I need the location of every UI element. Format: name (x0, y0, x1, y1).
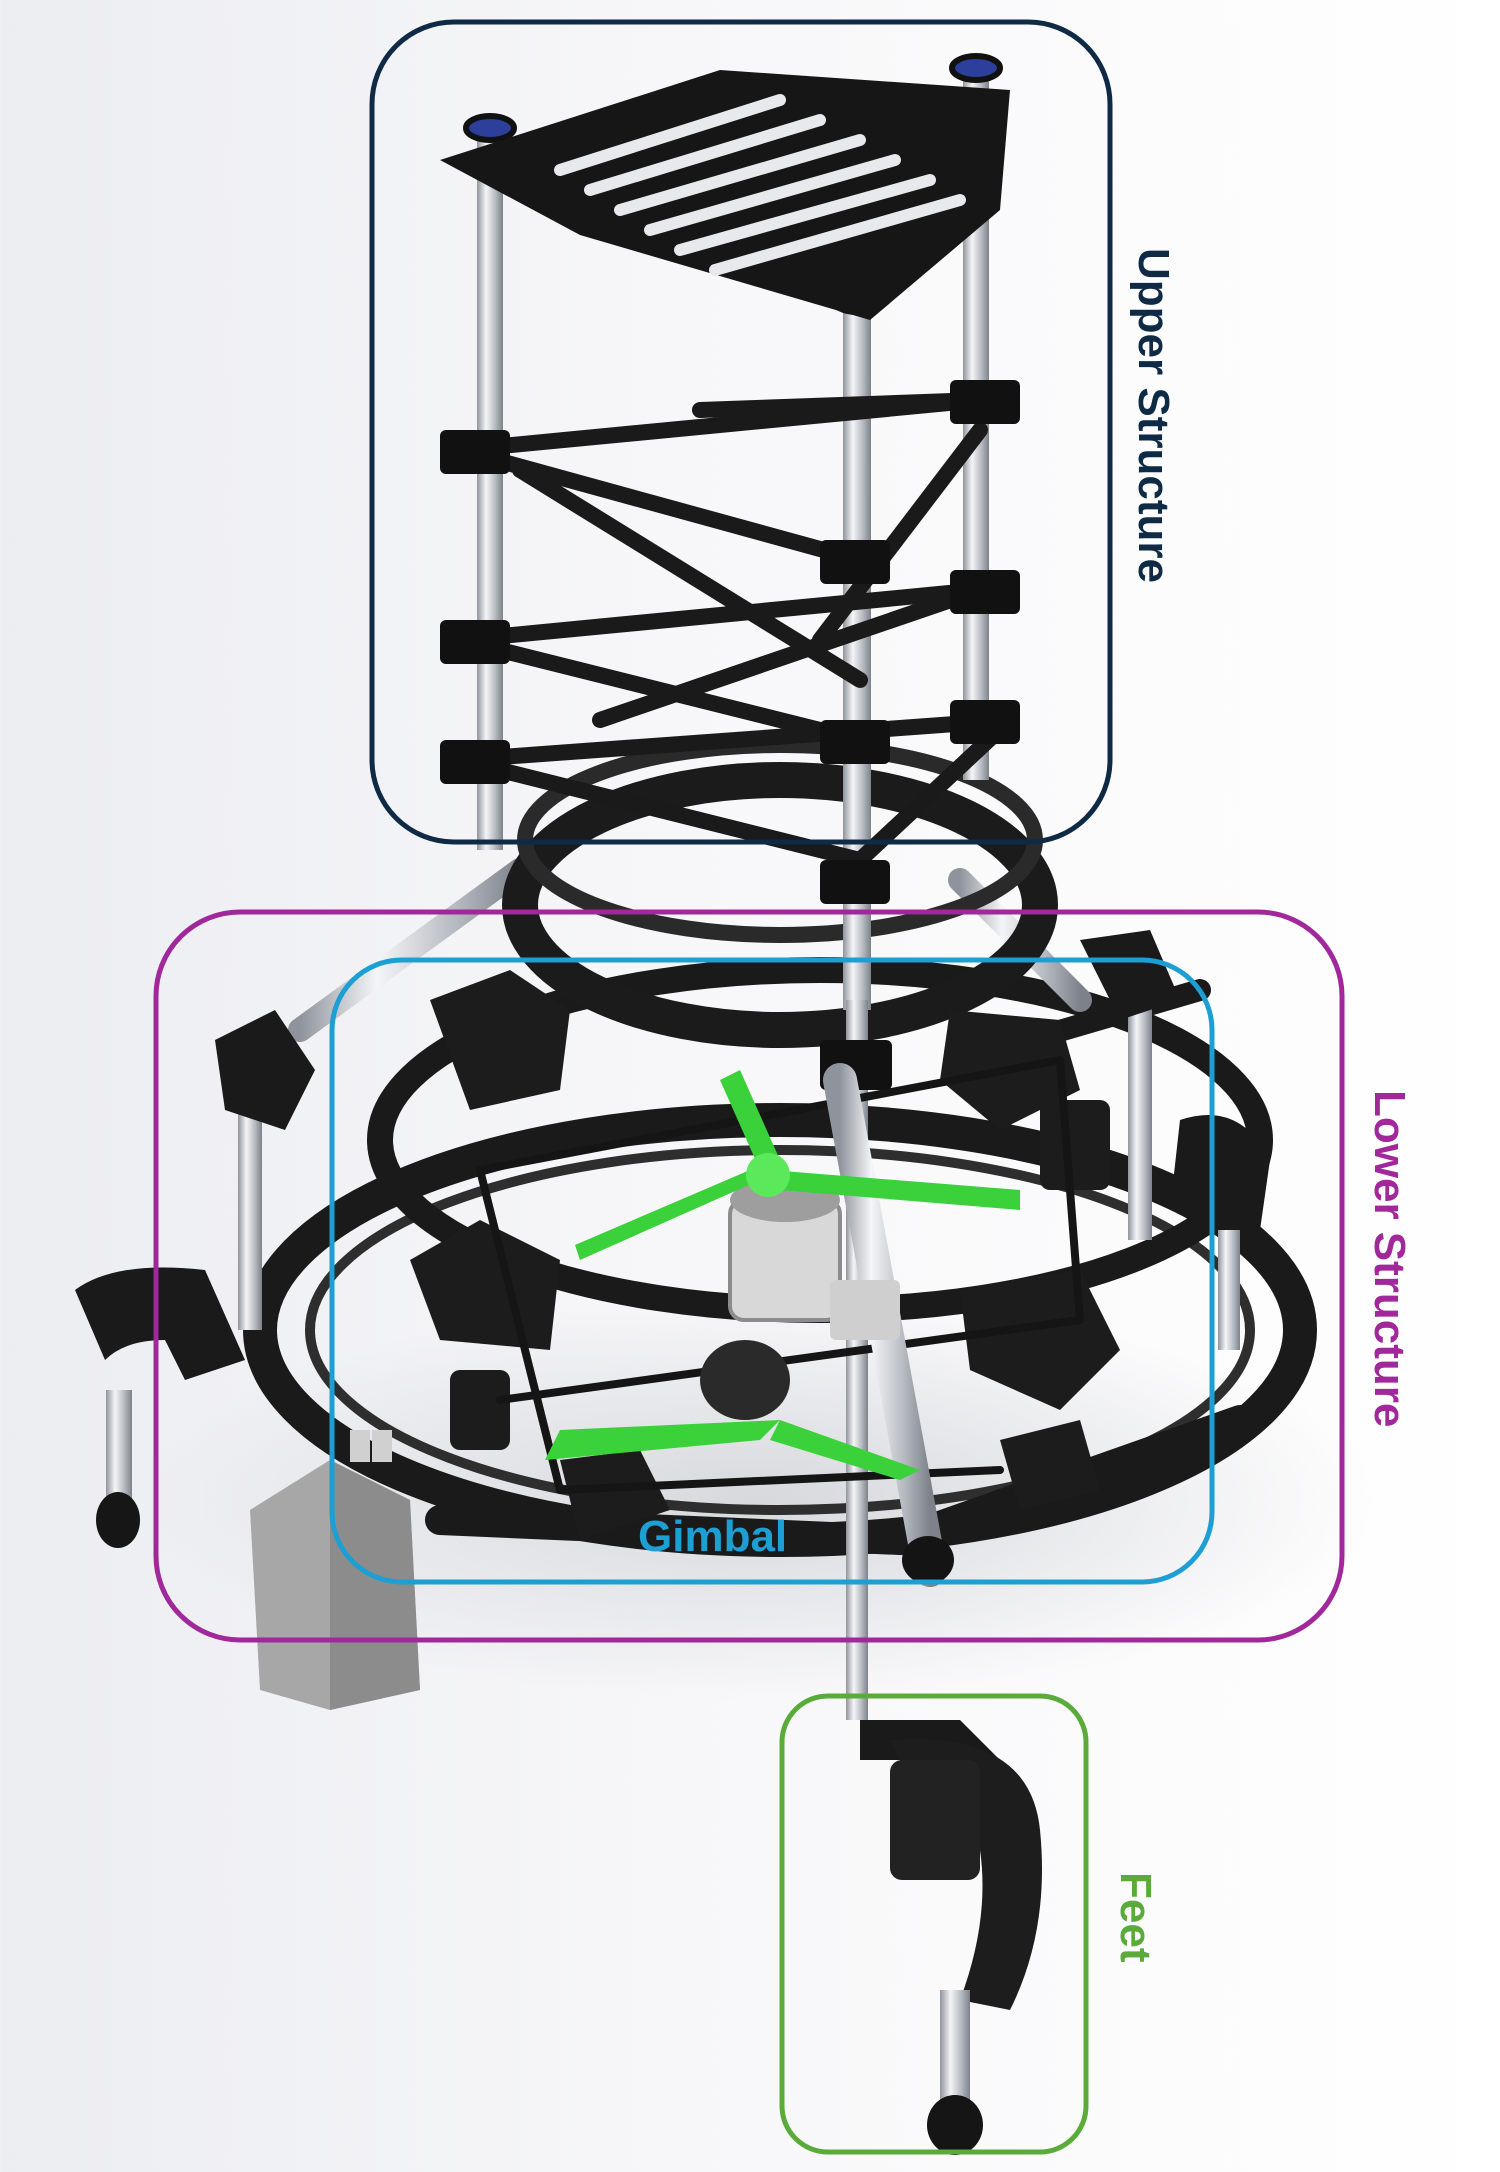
right-bracket (1080, 930, 1270, 1230)
propeller (545, 1070, 1020, 1480)
battery-box (250, 1430, 420, 1710)
gimbal-box (329, 957, 1215, 1585)
foot-assembly (860, 1720, 1042, 2155)
lower-tubes (96, 1000, 1240, 1548)
lower-structure-box (153, 909, 1345, 1643)
lower-structure-label: Lower Structure (1365, 1090, 1414, 1428)
gimbal-mechanism (410, 970, 1120, 1587)
feet-box (779, 1693, 1089, 2155)
left-bracket (75, 1010, 315, 1380)
feet-label: Feet (1111, 1872, 1160, 1963)
upper-structure-box (369, 19, 1113, 845)
upper-structure-label: Upper Structure (1129, 248, 1178, 583)
gimbal-label: Gimbal (638, 1512, 788, 1561)
upper-tower (440, 53, 1020, 1720)
